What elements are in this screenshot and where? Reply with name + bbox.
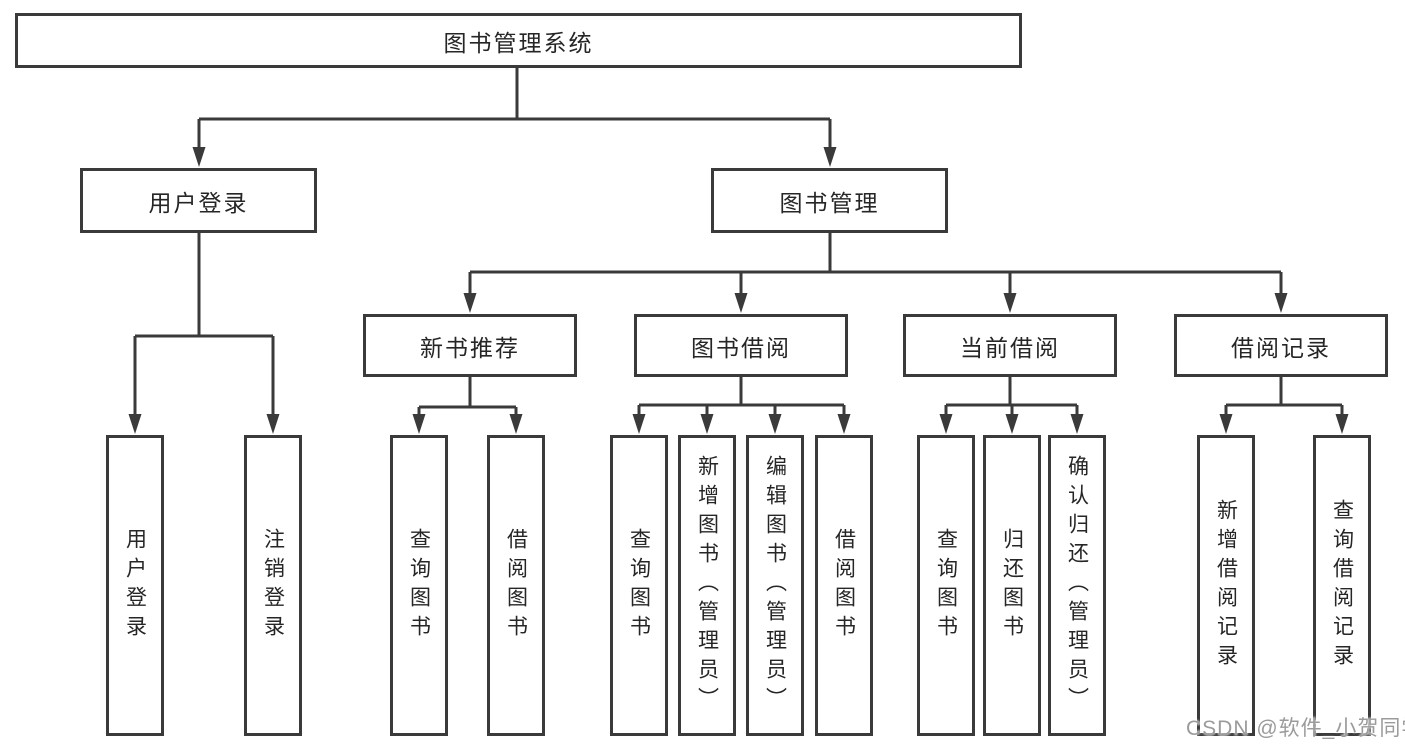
- leaf-user-login: 用户登录: [106, 435, 164, 736]
- node-borrowing-records: 借阅记录: [1174, 314, 1388, 377]
- node-current-borrowing: 当前借阅: [903, 314, 1117, 377]
- leaf-add-borrow-record: 新增借阅记录: [1197, 435, 1255, 736]
- leaf-borrow-books-recommend: 借阅图书: [487, 435, 545, 736]
- node-book-borrowing: 图书借阅: [634, 314, 848, 377]
- leaf-return-books: 归还图书: [983, 435, 1041, 736]
- leaf-query-books-current: 查询图书: [917, 435, 975, 736]
- node-library-management-system: 图书管理系统: [15, 13, 1022, 68]
- node-book-management: 图书管理: [711, 168, 948, 233]
- watermark-text: CSDN @软件_小贺同学: [1186, 717, 1405, 740]
- leaf-query-borrow-record: 查询借阅记录: [1313, 435, 1371, 736]
- node-user-login: 用户登录: [80, 168, 317, 233]
- leaf-confirm-return-admin: 确认归还（管理员）: [1048, 435, 1106, 736]
- leaf-borrow-books: 借阅图书: [815, 435, 873, 736]
- leaf-add-books-admin: 新增图书（管理员）: [678, 435, 736, 736]
- node-new-book-recommendation: 新书推荐: [363, 314, 577, 377]
- leaf-query-books-borrow: 查询图书: [610, 435, 668, 736]
- leaf-query-books-recommend: 查询图书: [390, 435, 448, 736]
- leaf-edit-books-admin: 编辑图书（管理员）: [746, 435, 804, 736]
- leaf-logout-login: 注销登录: [244, 435, 302, 736]
